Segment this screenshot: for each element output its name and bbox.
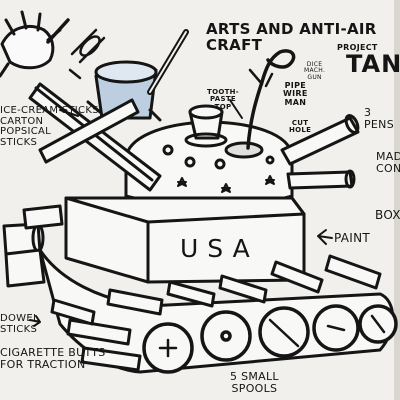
label-pens: 3 PENS bbox=[364, 106, 394, 131]
label-made-of-container: MADE OF CONTAINER bbox=[376, 150, 400, 175]
label-box: BOX bbox=[375, 208, 400, 222]
dowel-rods-left bbox=[2, 204, 64, 288]
label-popsicle-sticks: ICE-CREAM STICKS CARTON POPSICAL STICKS bbox=[0, 105, 99, 148]
pen-cannons bbox=[280, 114, 360, 190]
title-line-1: ARTS AND ANTI-AIR CRAFT bbox=[206, 20, 377, 54]
label-paint: PAINT bbox=[334, 231, 371, 245]
blue-cup bbox=[86, 29, 189, 122]
hull-usa-text: USA bbox=[180, 234, 259, 263]
label-cigarette-butts: CIGARETTE BUTTS FOR TRACTION bbox=[0, 346, 106, 371]
annotation-arrows bbox=[29, 99, 333, 327]
spool-sketch bbox=[68, 28, 106, 80]
title-tank: TANK bbox=[346, 50, 400, 78]
hand-sketch bbox=[0, 10, 70, 78]
label-pipe-wire-man: PIPE WIRE MAN bbox=[283, 81, 308, 107]
title-line-2: PROJECT bbox=[337, 43, 378, 52]
label-dice-machine-gun: DICE MACH. GUN bbox=[304, 61, 326, 81]
label-small-spools: 5 SMALL SPOOLS bbox=[230, 370, 279, 395]
paper-edge bbox=[394, 0, 400, 400]
wheel-spools bbox=[142, 304, 398, 374]
label-cut-hole: CUT HOLE bbox=[289, 119, 312, 135]
label-toothpaste-top: TOOTH- PASTE TOP bbox=[207, 88, 240, 111]
label-dowel-sticks: DOWEL STICKS bbox=[0, 313, 39, 335]
